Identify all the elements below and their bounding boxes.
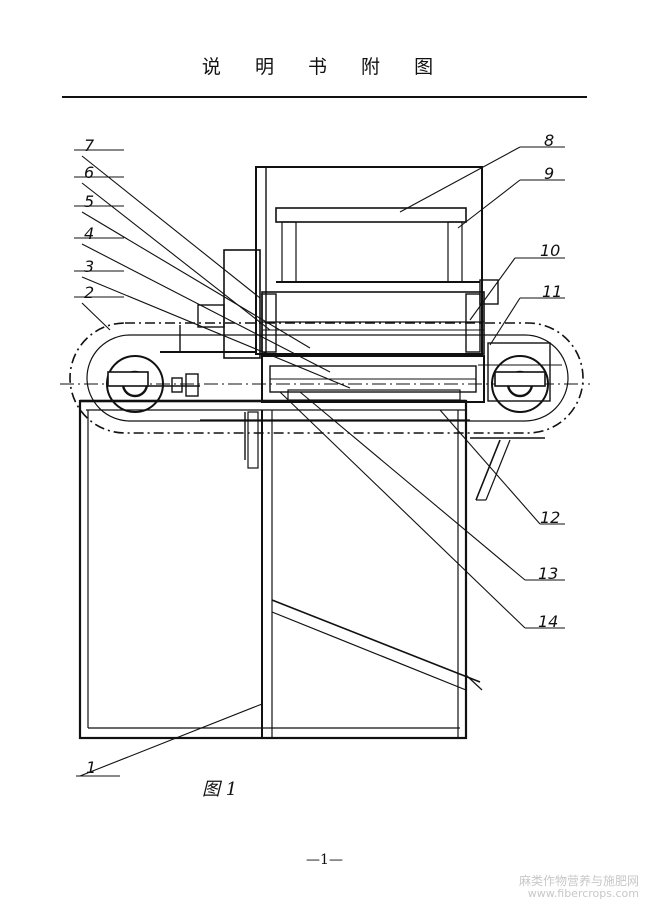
figure-caption: 图 1 [202, 779, 238, 800]
right-roller [478, 342, 562, 413]
motor-box [160, 249, 261, 359]
label-11: 11 [542, 282, 563, 301]
watermark-url: www.fibercrops.com [527, 887, 639, 900]
machine-frame [78, 399, 483, 740]
label-5: 5 [84, 192, 95, 211]
label-3: 3 [84, 257, 95, 276]
header-rule [62, 96, 587, 98]
label-6: 6 [84, 163, 95, 182]
label-2: 2 [84, 283, 95, 302]
label-4: 4 [84, 224, 95, 243]
support-bracket [470, 437, 545, 501]
label-1: 1 [86, 758, 97, 777]
press-rollers [200, 355, 485, 469]
left-roller [106, 355, 200, 413]
label-13: 13 [538, 564, 559, 583]
label-9: 9 [544, 164, 555, 183]
label-7: 7 [84, 136, 95, 155]
upper-housing [255, 166, 499, 355]
watermark-text: 麻类作物营养与施肥网 [518, 874, 639, 888]
label-10: 10 [540, 241, 561, 260]
page-number: —1— [306, 852, 343, 868]
leader-lines [74, 146, 565, 777]
label-12: 12 [540, 508, 561, 527]
label-8: 8 [544, 131, 555, 150]
label-14: 14 [538, 612, 559, 631]
page-header: 说 明 书 附 图 [201, 56, 448, 78]
